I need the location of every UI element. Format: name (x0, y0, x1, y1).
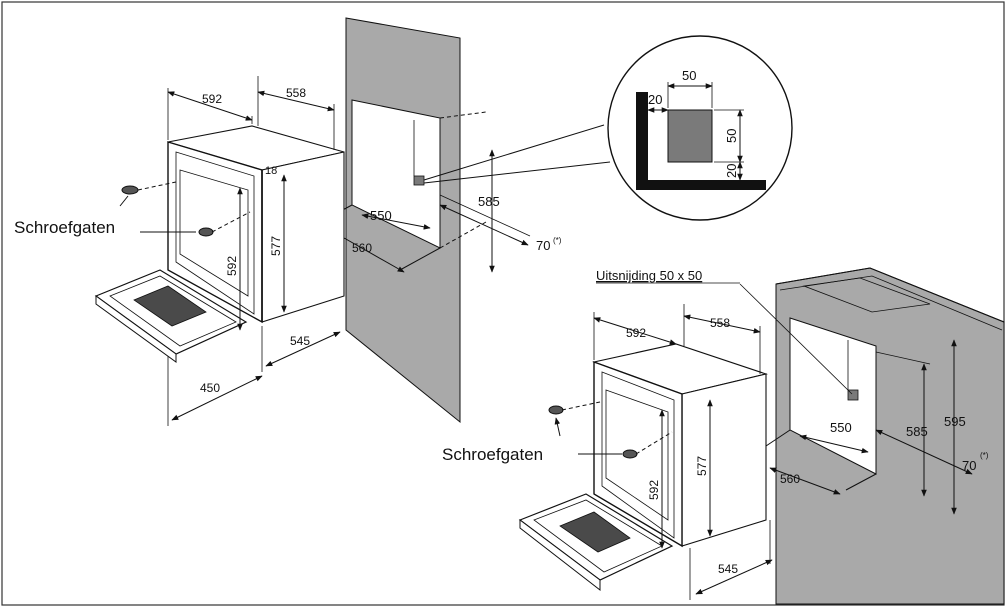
right-niche-depth-label: 560 (780, 472, 800, 486)
right-niche-outer-height-label: 595 (944, 414, 966, 429)
left-niche-dimensions: 550 585 560 70 (*) (329, 149, 562, 273)
niche-depth-label: 560 (352, 241, 372, 255)
left-oven (94, 125, 345, 363)
right-oven-bottom-depth-label: 545 (718, 562, 738, 576)
right-niche-inner-height-label: 585 (906, 424, 928, 439)
oven-front-height-label: 592 (225, 256, 239, 276)
right-oven-dimensions: 592 558 577 592 545 (593, 304, 773, 600)
niche-width-label: 550 (370, 208, 392, 223)
niche-offset-label: 70 (536, 238, 550, 253)
detail-margin-y-label: 20 (724, 164, 739, 178)
left-wall (319, 17, 487, 424)
right-niche-offset-label: 70 (962, 458, 976, 473)
oven-door-label: 450 (200, 381, 220, 395)
cutout-note: Uitsnijding 50 x 50 (596, 268, 853, 395)
detail-margin-x-label: 20 (648, 92, 662, 107)
oven-bottom-depth-label: 545 (290, 334, 310, 348)
oven-panel-label: 18 (265, 165, 277, 177)
detail-height-label: 50 (724, 129, 739, 143)
cutout-note-label: Uitsnijding 50 x 50 (596, 268, 702, 283)
right-oven-depth-label: 558 (710, 316, 730, 330)
oven-body-height-label: 577 (269, 236, 283, 256)
right-oven-body-height-label: 577 (695, 456, 709, 476)
oven-depth-label: 558 (286, 86, 306, 100)
cutout-detail: 50 20 50 20 (423, 35, 793, 221)
right-oven-width-label: 592 (626, 326, 646, 340)
detail-width-label: 50 (682, 68, 696, 83)
right-oven (518, 343, 769, 592)
left-oven-dimensions: 592 558 18 577 592 545 450 (167, 76, 341, 426)
niche-offset-mark: (*) (553, 236, 562, 245)
right-niche-dimensions: 550 585 595 560 70 (*) (769, 339, 989, 515)
screw-holes-label-left: Schroefgaten (14, 218, 115, 237)
right-niche-width-label: 550 (830, 420, 852, 435)
oven-width-label: 592 (202, 92, 222, 106)
right-oven-front-height-label: 592 (647, 480, 661, 500)
niche-height-label: 585 (478, 194, 500, 209)
screw-holes-label-right: Schroefgaten (442, 445, 543, 464)
right-niche-offset-mark: (*) (980, 451, 989, 460)
